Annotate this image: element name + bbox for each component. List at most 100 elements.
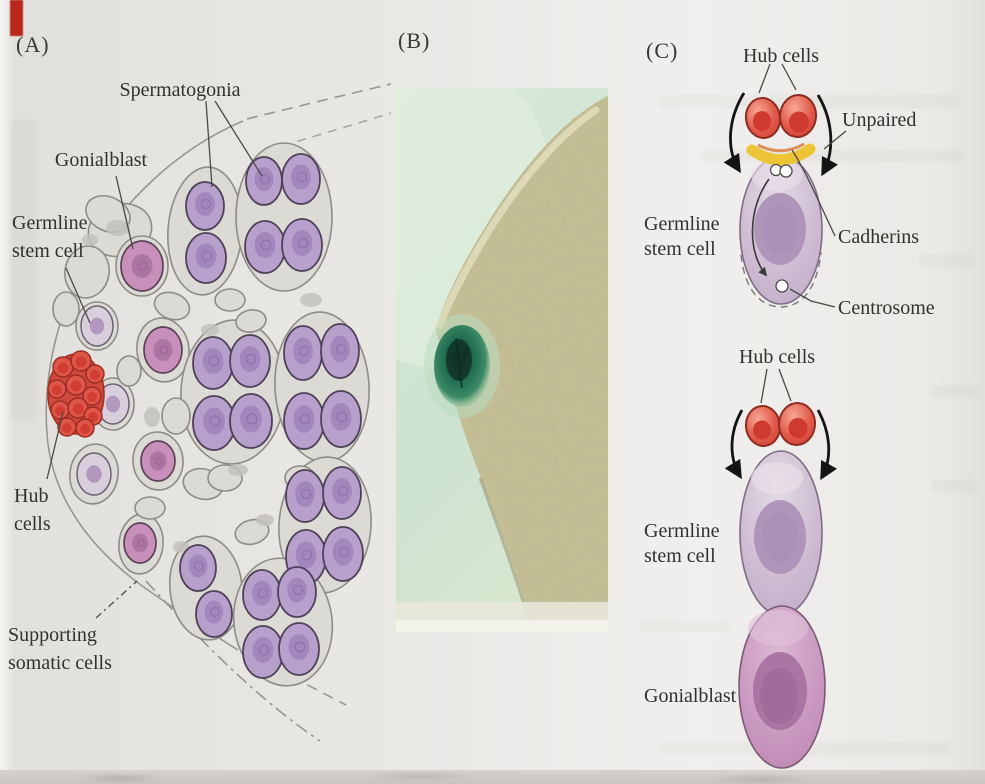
page-edge-red-mark: [10, 0, 23, 36]
nucleus-inner-shade: [763, 205, 797, 253]
somatic-cell-shading: [144, 407, 160, 427]
label-unpaired: Unpaired: [842, 109, 916, 131]
schematic-gsc-division: Hub cells Germline stem cell: [644, 346, 838, 616]
hub-cell-nucleus: [57, 362, 69, 374]
nucleus-inner-shade: [763, 512, 797, 562]
spermatogonium-nucleus: [239, 346, 261, 372]
nucleolus-ring: [301, 549, 313, 561]
schematic-gsc-asymmetric: Hub cells Unpaired Germline stem cell Ca…: [644, 45, 935, 319]
spermatogonium-nucleus: [254, 167, 274, 191]
nucleolus-ring: [296, 171, 308, 183]
label-germline-line1: Germline: [12, 212, 88, 234]
gonialblast-nucleus: [131, 254, 153, 278]
label-leader-hub-top-1: [758, 63, 771, 94]
spermatogonium-nucleus: [254, 232, 276, 258]
somatic-cell-shading: [228, 464, 248, 476]
nucleolus-ring: [292, 584, 304, 596]
nucleolus-ring: [209, 415, 221, 427]
nucleolus-ring: [335, 343, 347, 355]
signal-arrow-right: [816, 94, 838, 177]
label-leader-hub-top-2: [781, 63, 797, 91]
panel-a-marker: (A): [16, 32, 50, 57]
label-spermatogonia: Spermatogonia: [119, 79, 240, 101]
signal-arrow-left: [724, 409, 744, 480]
label-hub-cells-middle: Hub cells: [739, 346, 815, 368]
somatic-cell-shading: [106, 220, 130, 236]
gonialblast-nucleus: [153, 338, 173, 362]
nucleolus-ring: [297, 237, 309, 249]
nucleolus-ring: [260, 239, 272, 251]
label-supporting-line1: Supporting: [8, 624, 97, 646]
hub-cell-nucleus: [62, 423, 72, 433]
label-leader-gonialblast: [115, 175, 134, 250]
gonialblast-nucleus: [149, 451, 167, 471]
nucleolus-ring: [300, 488, 312, 500]
label-gonialblast: Gonialblast: [55, 149, 148, 171]
nucleolus-ring: [338, 546, 350, 558]
page-bottom-scan-band: [0, 770, 985, 784]
somatic-cell-shading: [173, 541, 189, 553]
nucleolus-ring: [138, 261, 148, 271]
somatic-cell-blob: [214, 288, 246, 312]
panel-a-cells: [47, 142, 372, 687]
label-germline-mid-line1: Germline: [644, 520, 720, 542]
hub-cell-nucleus: [55, 406, 65, 416]
label-hub-cells-top: Hub cells: [743, 45, 819, 67]
hub-cell-nucleus: [75, 356, 87, 368]
label-germline-line2: stem cell: [12, 240, 84, 262]
somatic-cell-blob: [64, 245, 110, 299]
nucleolus-ring: [210, 607, 220, 617]
spermatogonium-nucleus: [204, 600, 224, 624]
nucleolus-ring: [137, 539, 145, 547]
cadherin-band: [746, 143, 816, 166]
somatic-cell-shading: [256, 514, 274, 526]
hub-cell-nucleus: [80, 424, 90, 434]
page-bleed-through-artifact: [920, 255, 975, 267]
hub-cell-nucleus: [70, 380, 82, 392]
testis-outline-dashdot-bottom: [145, 580, 321, 742]
label-germline-top-line1: Germline: [644, 213, 720, 235]
spermatogonium-nucleus: [188, 554, 208, 578]
panel-b-marker: (B): [398, 28, 431, 53]
somatic-cell-shading: [82, 234, 98, 246]
page-bleed-through-artifact: [930, 385, 978, 397]
nucleolus-ring: [299, 413, 311, 425]
somatic-cell-blob: [116, 355, 142, 387]
page-bleed-through-artifact: [640, 620, 730, 632]
hub-cell-nucleus: [87, 392, 97, 402]
spermatogonium-nucleus: [293, 337, 313, 365]
spermatogonium-nucleus: [295, 541, 317, 569]
somatic-cell-blob: [235, 309, 267, 333]
page-bleed-through-artifact: [932, 480, 977, 492]
panel-c-diagram: Hub cells Unpaired Germline stem cell Ca…: [644, 45, 935, 769]
label-leader-spermatogonia-1: [205, 100, 213, 188]
hub-cell-nucleus: [788, 418, 808, 438]
micrograph-tissue-ridge: [436, 106, 600, 330]
somatic-cell-blob: [234, 518, 270, 546]
somatic-cell-blob: [161, 397, 191, 435]
cell-highlight: [751, 462, 803, 494]
testis-outline-dashed-top: [246, 83, 392, 120]
nucleolus-ring: [245, 353, 257, 365]
hub-cell-nucleus: [88, 412, 98, 422]
nucleus-inner-shade: [760, 668, 798, 724]
spermatogonium-nucleus: [332, 478, 352, 504]
label-leader-unpaired: [823, 130, 847, 150]
label-cadherins: Cadherins: [838, 226, 919, 248]
somatic-cell-blob: [274, 311, 370, 463]
cadherin-band-edge: [757, 142, 805, 153]
label-leader-centrosome: [789, 288, 836, 308]
hub-cell-nucleus: [72, 403, 84, 415]
somatic-cell-blob: [153, 291, 191, 321]
spermatogonium-nucleus: [252, 580, 272, 606]
signal-arrow-left: [723, 92, 746, 174]
somatic-cell-blob: [180, 319, 286, 465]
label-supporting-line2: somatic cells: [8, 652, 112, 674]
label-leader-spermatogonia-2: [214, 100, 263, 177]
spermatogonium-nucleus: [252, 637, 274, 663]
hub-cell-nucleus: [753, 111, 771, 131]
spermatogonium-nucleus: [330, 335, 350, 363]
centrosome-migration-arrow: [751, 178, 770, 277]
germline-stem-cell-dashed-edge: [740, 251, 822, 308]
label-centrosome: Centrosome: [838, 297, 935, 319]
